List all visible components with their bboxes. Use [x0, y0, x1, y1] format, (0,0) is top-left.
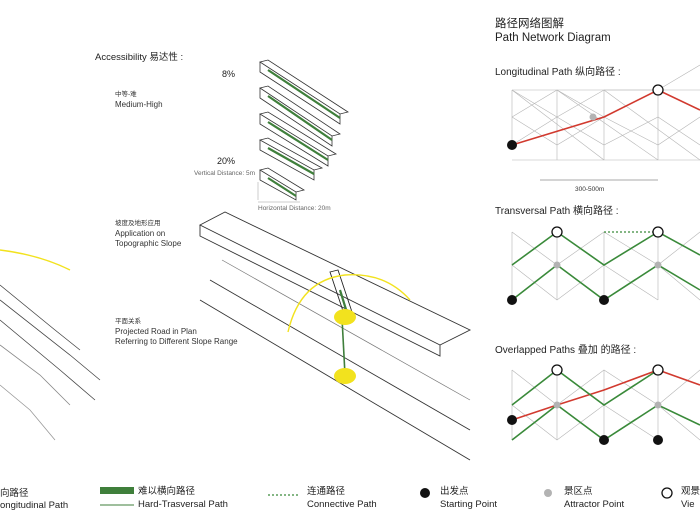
projected-label-en-1: Projected Road in Plan	[115, 327, 197, 336]
legend-attractor-en: Attractor Point	[564, 499, 625, 510]
projected-label-en-2: Referring to Different Slope Range	[115, 337, 238, 346]
slope-20-percent: 20%	[217, 156, 236, 166]
accessibility-level-en: Medium-High	[115, 100, 163, 109]
legend-attractor-cn: 景区点	[564, 486, 593, 497]
longitudinal-network	[507, 64, 700, 181]
hard-transversal-swatch	[100, 487, 134, 494]
legend-hard-transversal-cn: 难以横向路径	[138, 486, 196, 497]
transversal-title: Transversal Path 横向路径 :	[495, 206, 619, 217]
legend-starting-cn: 出发点	[440, 486, 469, 497]
overlapped-network	[507, 364, 700, 445]
overlapped-title: Overlapped Paths 叠加 的路径 :	[495, 345, 637, 356]
projected-label-cn: 平面关系	[115, 318, 141, 325]
attractor-point-symbol	[544, 489, 552, 497]
legend-view-cn: 观景	[681, 486, 700, 497]
topographic-label-en-2: Topographic Slope	[115, 239, 182, 248]
longitudinal-title: Longitudinal Path 纵向路径 :	[495, 67, 621, 78]
legend-connective-en: Connective Path	[307, 499, 377, 510]
topographic-label-cn: 坡度及地形应用	[115, 220, 161, 227]
network-title-cn: 路径网络图解	[495, 18, 564, 30]
horizontal-distance-label: Horizontal Distance: 20m	[258, 205, 331, 212]
starting-point-symbol	[420, 488, 430, 498]
slope-prism-stack	[257, 59, 349, 203]
view-point-symbol	[661, 487, 673, 499]
slope-8-percent: 8%	[222, 69, 236, 79]
transversal-network	[507, 226, 700, 305]
accessibility-level-cn: 中等-难	[115, 91, 137, 98]
legend-connective-cn: 连通路径	[307, 486, 346, 497]
center-slope-diagram	[199, 211, 472, 461]
accessibility-title: Accessibility 易达性 :	[95, 52, 184, 63]
vertical-distance-label: Vertical Distance: 5m	[194, 170, 256, 177]
legend-view-en: Vie	[681, 499, 695, 510]
topographic-label-en-1: Application on	[115, 229, 166, 238]
network-title-en: Path Network Diagram	[495, 32, 611, 44]
legend-longitudinal-en: ongitudinal Path	[0, 500, 69, 511]
legend-longitudinal-cn: 向路径	[0, 488, 29, 499]
longitudinal-dimension: 300-500m	[575, 186, 605, 193]
legend-starting-en: Starting Point	[440, 499, 498, 510]
left-slope-diagram	[0, 249, 101, 441]
legend-hard-transversal-en: Hard-Trasversal Path	[138, 499, 228, 510]
